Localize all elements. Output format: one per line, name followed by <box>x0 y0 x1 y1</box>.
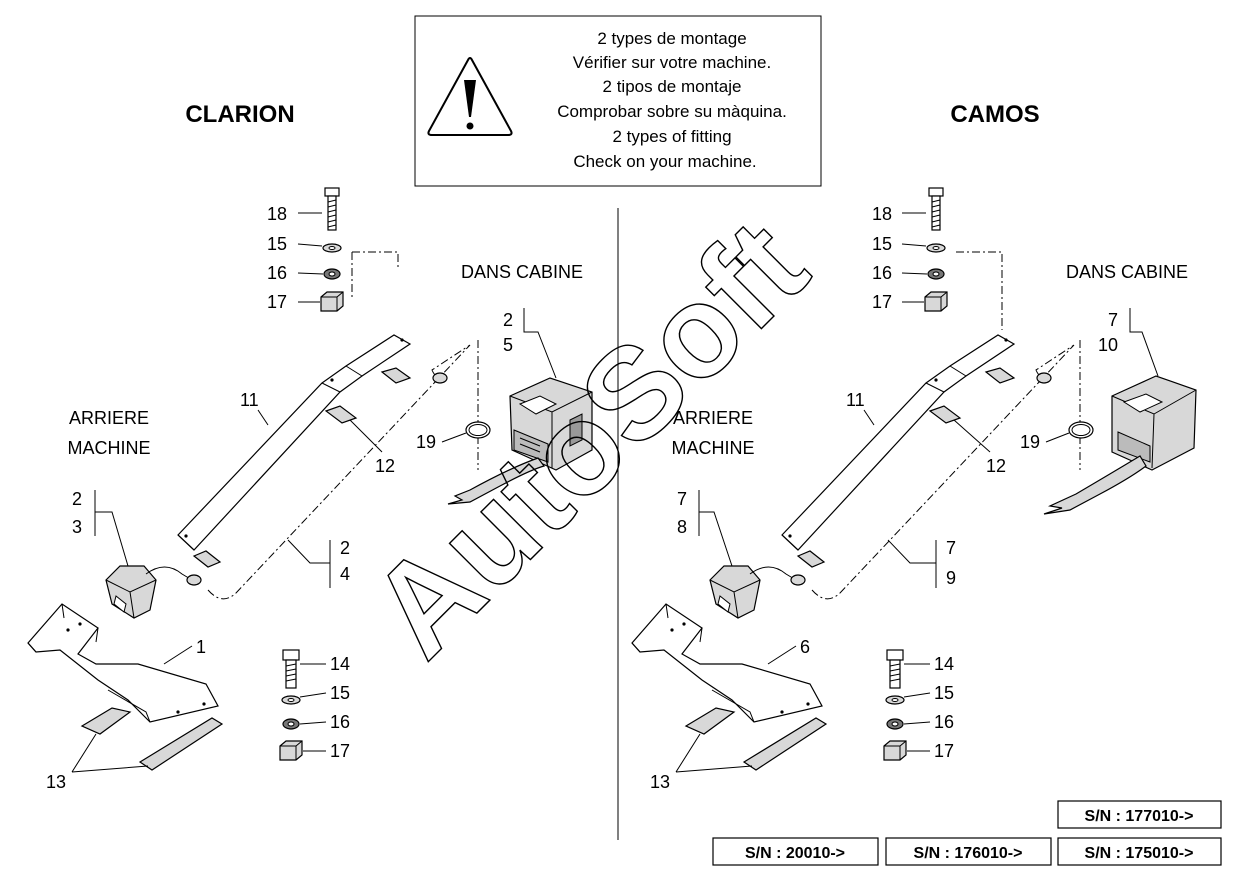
label-sensor-a: 2 <box>72 489 82 509</box>
cab-monitor <box>509 377 593 471</box>
label-monitor-b: 5 <box>503 335 513 355</box>
rail-lower-right <box>742 717 828 771</box>
label-17: 17 <box>267 292 287 312</box>
label-6: 6 <box>800 637 810 657</box>
bolt-stack-top-right <box>924 187 948 312</box>
label-19-right: 19 <box>1020 432 1040 452</box>
label-monitor-b-right: 10 <box>1098 335 1118 355</box>
label-12-right: 12 <box>986 456 1006 476</box>
label-17b: 17 <box>330 741 350 761</box>
label-13: 13 <box>46 772 66 792</box>
label-cable-a: 2 <box>340 538 350 558</box>
clip-middle <box>324 405 358 424</box>
serial-number-boxes: S/N : 177010-> S/N : 20010-> S/N : 17601… <box>712 800 1222 866</box>
warning-line-1: 2 types de montage <box>597 29 746 48</box>
label-cable-b-right: 9 <box>946 568 956 588</box>
cab-cable-plug <box>447 457 546 505</box>
clip-upper <box>380 367 412 384</box>
rail-lower <box>138 717 224 771</box>
serial-177010: S/N : 177010-> <box>1085 808 1194 825</box>
label-16b: 16 <box>330 712 350 732</box>
label-16: 16 <box>267 263 287 283</box>
bracket-6 <box>631 603 823 723</box>
label-arriere-right: ARRIERE <box>673 408 753 428</box>
label-monitor-a-right: 7 <box>1108 310 1118 330</box>
cab-monitor-right <box>1111 375 1197 471</box>
rear-sensor <box>105 565 202 619</box>
label-14-right: 14 <box>934 654 954 674</box>
label-16b-right: 16 <box>934 712 954 732</box>
label-cable-a-right: 7 <box>946 538 956 558</box>
label-17-right: 17 <box>872 292 892 312</box>
clip-lower-right <box>796 550 826 568</box>
warning-line-6: Check on your machine. <box>573 152 756 171</box>
label-cable-b: 4 <box>340 564 350 584</box>
clip-middle-right <box>928 405 962 424</box>
label-15: 15 <box>267 234 287 254</box>
warning-line-4: Comprobar sobre su màquina. <box>557 102 787 121</box>
label-18-right: 18 <box>872 204 892 224</box>
clarion-assembly: 18 15 16 17 11 12 19 <box>27 187 593 792</box>
label-dans-cabine-right: DANS CABINE <box>1066 262 1188 282</box>
label-13-right: 13 <box>650 772 670 792</box>
cab-cable-plug-right <box>1043 455 1147 515</box>
label-15b: 15 <box>330 683 350 703</box>
title-clarion: CLARION <box>185 101 294 128</box>
label-monitor-a: 2 <box>503 310 513 330</box>
label-16-right: 16 <box>872 263 892 283</box>
warning-line-5: 2 types of fitting <box>612 127 731 146</box>
label-dans-cabine-left: DANS CABINE <box>461 262 583 282</box>
warning-line-2: Vérifier sur votre machine. <box>573 53 771 72</box>
label-sensor-b: 3 <box>72 517 82 537</box>
bolt-stack-bottom <box>279 649 303 761</box>
warning-triangle-icon <box>427 57 513 136</box>
label-1: 1 <box>196 637 206 657</box>
serial-20010: S/N : 20010-> <box>745 845 845 862</box>
serial-175010: S/N : 175010-> <box>1085 845 1194 862</box>
label-sensor-a-right: 7 <box>677 489 687 509</box>
rail-upper-right <box>684 707 736 735</box>
bracket-1 <box>27 603 219 723</box>
label-17b-right: 17 <box>934 741 954 761</box>
rail-upper <box>80 707 132 735</box>
label-15b-right: 15 <box>934 683 954 703</box>
bolt-stack-bottom-right <box>883 649 907 761</box>
label-15-right: 15 <box>872 234 892 254</box>
title-camos: CAMOS <box>950 101 1039 128</box>
rear-sensor-right <box>709 565 806 619</box>
serial-176010: S/N : 176010-> <box>914 845 1023 862</box>
label-sensor-b-right: 8 <box>677 517 687 537</box>
label-18: 18 <box>267 204 287 224</box>
label-14: 14 <box>330 654 350 674</box>
support-arm-right <box>781 334 1016 551</box>
clip-upper-right <box>984 367 1016 384</box>
camos-assembly: 18 15 16 17 11 12 19 <box>631 187 1197 792</box>
support-arm <box>177 334 412 551</box>
label-12: 12 <box>375 456 395 476</box>
clip-lower <box>192 550 222 568</box>
label-arriere-left: ARRIERE <box>69 408 149 428</box>
bolt-stack-top <box>320 187 344 312</box>
warning-line-3: 2 tipos de montaje <box>603 77 742 96</box>
cable-path-right <box>811 344 1075 600</box>
label-machine-right: MACHINE <box>671 438 754 458</box>
label-11-right: 11 <box>846 390 865 410</box>
label-11: 11 <box>240 390 259 410</box>
label-machine-left: MACHINE <box>67 438 150 458</box>
label-19: 19 <box>416 432 436 452</box>
cable-path <box>207 344 471 600</box>
warning-box: 2 types de montage Vérifier sur votre ma… <box>414 15 822 187</box>
